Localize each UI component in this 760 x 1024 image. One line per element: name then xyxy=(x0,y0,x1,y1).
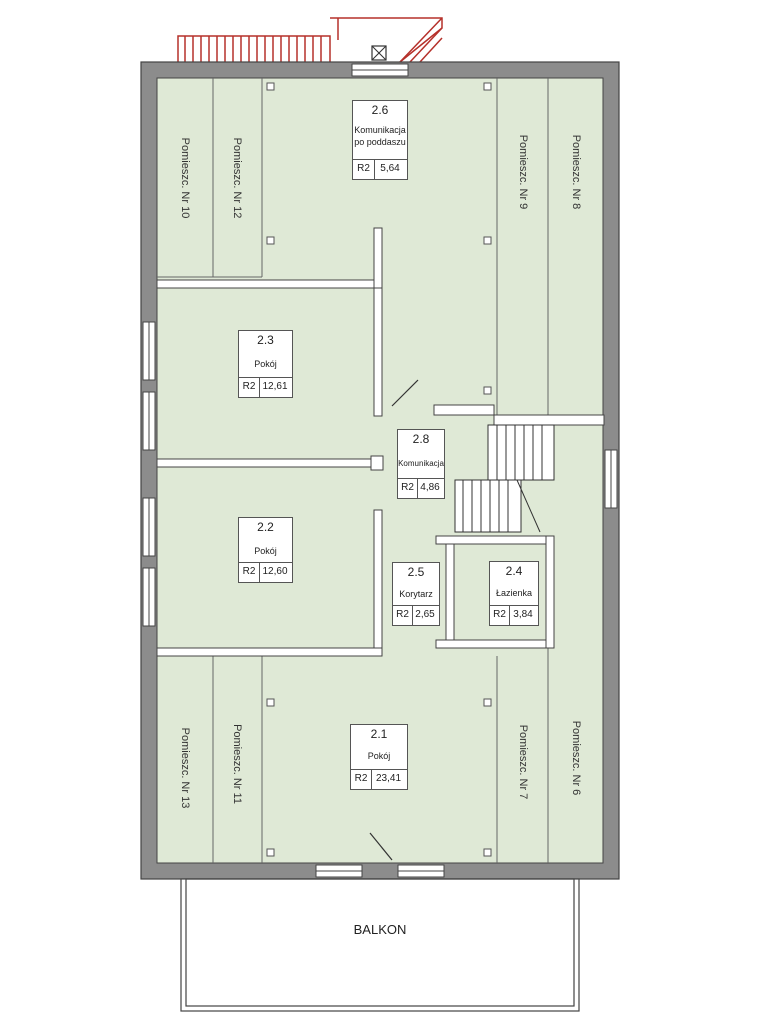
storage-label-nr6: Pomieszc. Nr 6 xyxy=(570,720,582,796)
room-name: Korytarz xyxy=(399,589,433,599)
roof-window xyxy=(371,45,387,61)
room-name: Pokój xyxy=(367,751,391,761)
room-name: Komunikacja xyxy=(398,459,444,468)
interior-walls xyxy=(156,227,605,657)
room-area: 5,64 xyxy=(373,159,407,179)
storage-label-nr13: Pomieszc. Nr 13 xyxy=(179,727,191,809)
room-zone: R2 xyxy=(239,377,260,397)
balcony-label: BALKON xyxy=(353,922,407,937)
room-zone: R2 xyxy=(393,605,413,625)
room-number: 2.6 xyxy=(371,103,389,117)
room-label-2-2: 2.2 Pokój R2 12,60 xyxy=(238,517,293,583)
room-name: Pokój xyxy=(254,359,277,369)
room-number: 2.4 xyxy=(505,564,523,578)
storage-label-nr8: Pomieszc. Nr 8 xyxy=(570,134,582,210)
room-name-line2: po poddaszu xyxy=(354,137,406,147)
storage-label-nr12: Pomieszc. Nr 12 xyxy=(231,137,243,219)
room-label-2-8: 2.8 Komunikacja R2 4,86 xyxy=(397,429,445,499)
room-name: Pokój xyxy=(254,546,277,556)
room-label-2-3: 2.3 Pokój R2 12,61 xyxy=(238,330,293,398)
room-number: 2.2 xyxy=(257,520,274,534)
room-area: 2,65 xyxy=(411,605,439,625)
room-zone: R2 xyxy=(490,605,510,625)
room-name: Komunikacja xyxy=(354,125,406,135)
room-area: 23,41 xyxy=(370,769,407,789)
room-zone: R2 xyxy=(353,159,375,179)
room-area: 12,61 xyxy=(258,377,292,397)
door-swings xyxy=(369,379,419,861)
room-label-2-6: 2.6 Komunikacja po poddaszu R2 5,64 xyxy=(352,100,408,180)
room-label-2-1: 2.1 Pokój R2 23,41 xyxy=(350,724,408,790)
room-area: 4,86 xyxy=(416,478,444,498)
room-area: 3,84 xyxy=(508,605,538,625)
column-markers xyxy=(266,82,492,857)
room-number: 2.5 xyxy=(407,565,425,579)
stair-railing xyxy=(177,17,443,63)
windows xyxy=(142,63,618,878)
storage-label-nr10: Pomieszc. Nr 10 xyxy=(179,137,191,219)
room-name: Łazienka xyxy=(495,588,533,598)
room-label-2-4: 2.4 Łazienka R2 3,84 xyxy=(489,561,539,626)
room-zone: R2 xyxy=(239,562,260,582)
storage-label-nr7: Pomieszc. Nr 7 xyxy=(517,724,529,800)
room-number: 2.1 xyxy=(370,727,388,741)
storage-label-nr9: Pomieszc. Nr 9 xyxy=(517,134,529,210)
room-zone: R2 xyxy=(398,478,418,498)
room-number: 2.3 xyxy=(257,333,274,347)
room-number: 2.8 xyxy=(412,432,430,446)
storage-label-nr11: Pomieszc. Nr 11 xyxy=(231,724,243,804)
room-zone: R2 xyxy=(351,769,372,789)
balcony-outline xyxy=(180,878,580,1012)
staircase xyxy=(454,424,555,533)
room-area: 12,60 xyxy=(258,562,292,582)
room-label-2-5: 2.5 Korytarz R2 2,65 xyxy=(392,562,440,626)
